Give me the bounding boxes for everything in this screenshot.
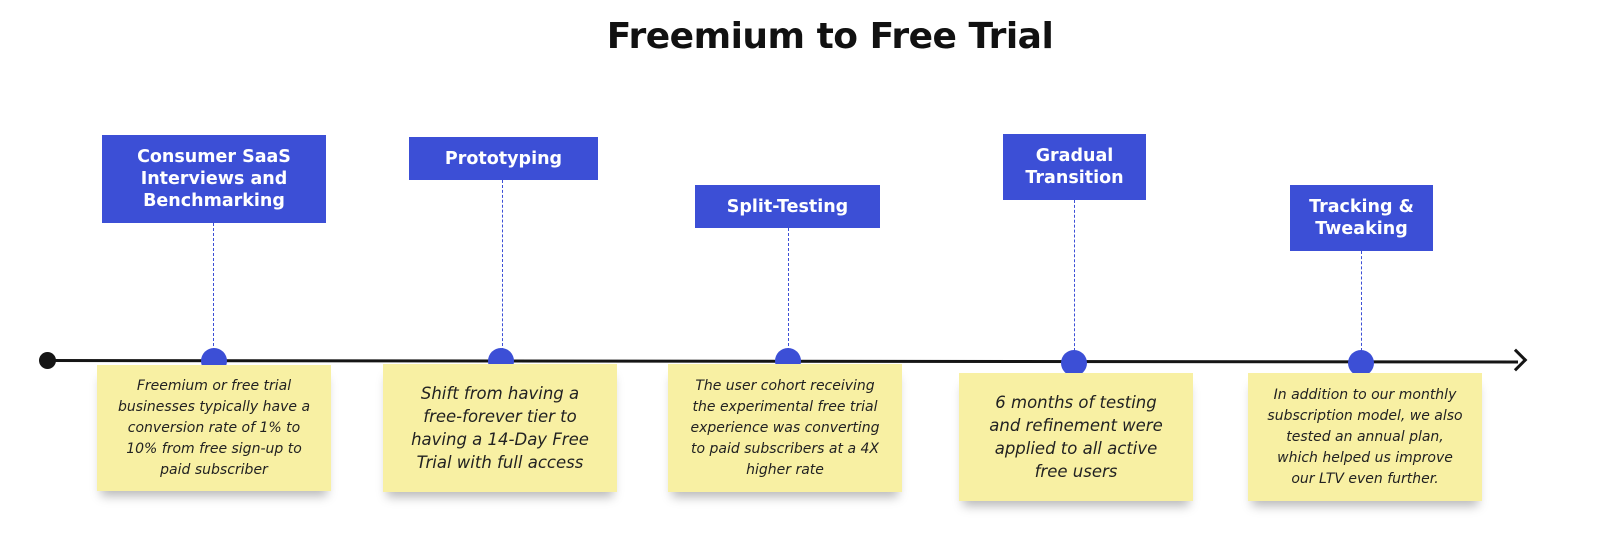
stage-box-interviews: Consumer SaaS Interviews and Benchmarkin… xyxy=(102,135,326,223)
stage-connector-split-testing xyxy=(788,228,789,351)
note-text-split-testing: The user cohort receiving the experiment… xyxy=(690,377,880,478)
milestone-dot-tracking xyxy=(1348,350,1374,376)
sticky-note-split-testing: The user cohort receiving the experiment… xyxy=(668,364,902,492)
sticky-note-gradual-transition: 6 months of testing and refinement were … xyxy=(959,373,1193,501)
stage-connector-prototyping xyxy=(502,180,503,351)
sticky-note-tracking: In addition to our monthly subscription … xyxy=(1248,373,1482,501)
stage-connector-tracking xyxy=(1361,251,1362,351)
stage-connector-interviews xyxy=(213,223,214,351)
note-text-interviews: Freemium or free trial businesses typica… xyxy=(117,377,311,478)
stage-connector-gradual-transition xyxy=(1074,200,1075,351)
stage-box-gradual-transition: Gradual Transition xyxy=(1003,134,1146,200)
stage-box-prototyping: Prototyping xyxy=(409,137,598,180)
stage-box-split-testing: Split-Testing xyxy=(695,185,880,228)
stage-box-tracking: Tracking & Tweaking xyxy=(1290,185,1433,251)
diagram-title: Freemium to Free Trial xyxy=(606,16,1054,57)
sticky-note-prototyping: Shift from having a free-forever tier to… xyxy=(383,364,617,492)
timeline-start-dot xyxy=(39,352,56,369)
note-text-prototyping: Shift from having a free-forever tier to… xyxy=(411,384,589,472)
milestone-dot-gradual-transition xyxy=(1061,350,1087,376)
timeline-arrow-head xyxy=(1504,348,1528,372)
note-text-gradual-transition: 6 months of testing and refinement were … xyxy=(989,393,1163,481)
sticky-note-interviews: Freemium or free trial businesses typica… xyxy=(97,365,331,491)
note-text-tracking: In addition to our monthly subscription … xyxy=(1267,386,1463,487)
